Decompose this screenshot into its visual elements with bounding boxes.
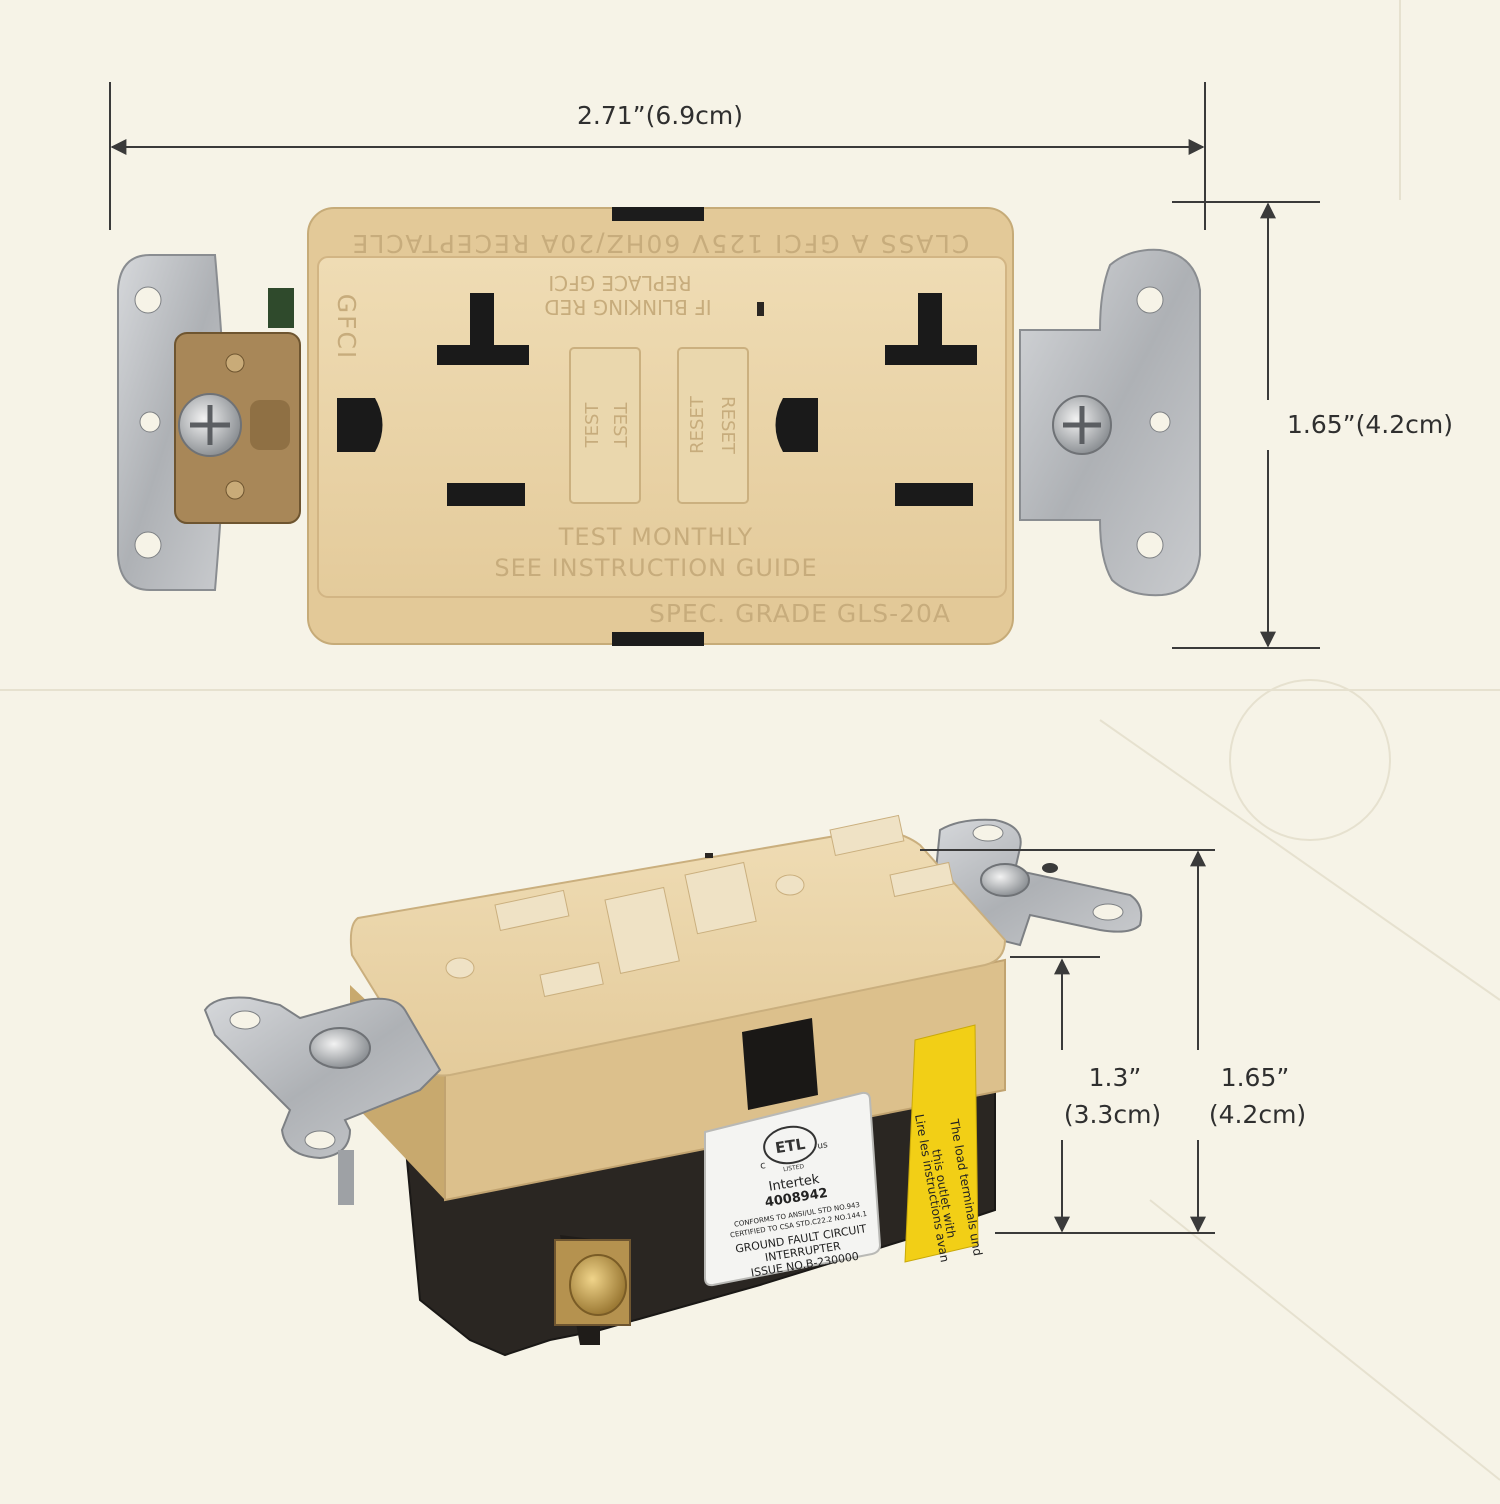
top-clip (612, 207, 704, 221)
side-total-height-cm: (4.2cm) (1208, 1100, 1307, 1129)
warning-line-2: REPLACE GFCI (548, 271, 691, 295)
left-outlet (337, 293, 529, 506)
etl-logo-icon (763, 1125, 817, 1165)
green-ground-wire (268, 288, 294, 328)
test-button[interactable]: TEST TEST (569, 347, 641, 504)
screw-icon (1052, 395, 1112, 455)
gfci-mark: GFCI (332, 294, 361, 361)
etl-listed: LISTED (783, 1163, 805, 1173)
yellow-warning-tag: The load terminals und this outlet with … (904, 1024, 985, 1263)
front-height-dimension (1172, 201, 1320, 649)
certification-label: ETL c us LISTED Intertek 4008942 CONFORM… (704, 1091, 882, 1287)
left-mounting-strap (203, 996, 442, 1160)
side-total-height-dimension (920, 849, 1215, 1234)
screw-icon (980, 863, 1030, 897)
brass-screw-icon (569, 1254, 627, 1316)
etl-mark: ETL (774, 1135, 807, 1158)
side-body-height-inches: 1.3” (1088, 1063, 1142, 1092)
warning-line-1: IF BLINKING RED (544, 295, 711, 319)
threaded-screw (338, 1150, 354, 1205)
width-dimension (109, 82, 1206, 230)
svg-text:TEST: TEST (609, 402, 630, 449)
right-mounting-strap (933, 818, 1143, 947)
screw-icon (309, 1027, 371, 1069)
right-outlet (775, 293, 977, 506)
outlet-slots-angled (445, 814, 954, 998)
grade-text: SPEC. GRADE GLS-20A (649, 599, 951, 628)
receptacle-front-view: CLASS A GFCI 125V 60HZ/20A RECEPTACLE GF… (117, 207, 1201, 646)
instruction-line-1: TEST MONTHLY (558, 523, 753, 551)
svg-text:RESET: RESET (687, 395, 708, 454)
rating-text: CLASS A GFCI 125V 60HZ/20A RECEPTACLE (351, 229, 970, 258)
svg-text:RESET: RESET (717, 396, 738, 455)
side-clip (742, 1018, 818, 1110)
width-label: 2.71”(6.9cm) (577, 101, 743, 130)
etl-us: us (817, 1140, 829, 1152)
side-total-height-inches: 1.65” (1220, 1063, 1290, 1092)
side-body-height-dimension (1010, 956, 1100, 1233)
svg-text:TEST: TEST (582, 402, 603, 449)
reset-button[interactable]: RESET RESET (677, 347, 749, 504)
receptacle-side-view: ETL c us LISTED Intertek 4008942 CONFORM… (203, 814, 1143, 1357)
instruction-line-2: SEE INSTRUCTION GUIDE (494, 554, 817, 582)
indicator-light (757, 302, 764, 316)
front-height-label: 1.65”(4.2cm) (1287, 410, 1453, 439)
side-body-height-cm: (3.3cm) (1063, 1100, 1162, 1129)
bottom-clip (612, 632, 704, 646)
screw-icon (178, 393, 242, 457)
etl-c: c (759, 1160, 766, 1172)
